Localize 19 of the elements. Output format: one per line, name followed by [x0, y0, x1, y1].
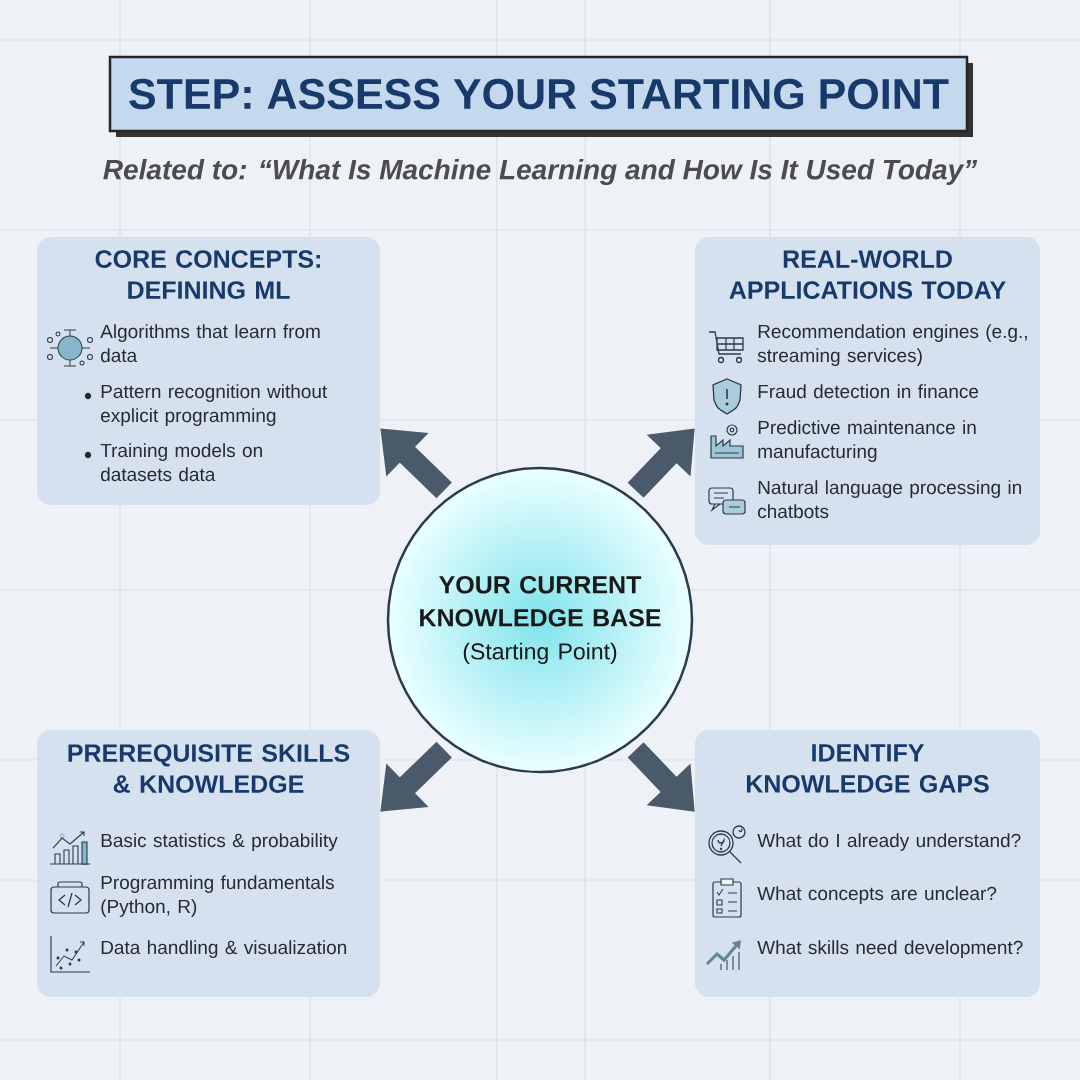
list-item: Fraud detection in finance: [758, 384, 979, 399]
title-banner: STEP: ASSESS YOUR STARTING POINT: [108, 55, 973, 137]
list-item: Programming fundamentals (Python, R): [101, 875, 334, 917]
card-heading: PREREQUISITE SKILLS & KNOWLEDGE: [68, 744, 350, 793]
list-item: Recommendation engines (e.g., streaming services): [757, 324, 1027, 366]
card-heading: IDENTIFY KNOWLEDGE GAPS: [746, 744, 989, 793]
list-item: Data handling & visualization: [101, 940, 347, 958]
list-item: Predictive maintenance in manufacturing: [758, 420, 976, 462]
list-item: What do I already understand?: [757, 833, 1021, 851]
list-item: Training models on datasets data: [100, 443, 262, 482]
list-item: Pattern recognition without explicit programming: [101, 384, 328, 426]
card-heading: REAL-WORLD APPLICATIONS TODAY: [729, 250, 1006, 299]
subtitle: Related to: “What Is Machine Learning and How Is It Used Today”: [103, 158, 978, 186]
list-item: What concepts are unclear?: [757, 886, 997, 904]
list-item: What skills need development?: [757, 940, 1023, 958]
list-item: Algorithms that learn from data: [100, 324, 320, 363]
list-item: Natural language processing in chatbots: [758, 480, 1021, 519]
list-item: Basic statistics & probability: [101, 833, 338, 851]
card-heading: CORE CONCEPTS: DEFINING ML: [95, 250, 320, 299]
